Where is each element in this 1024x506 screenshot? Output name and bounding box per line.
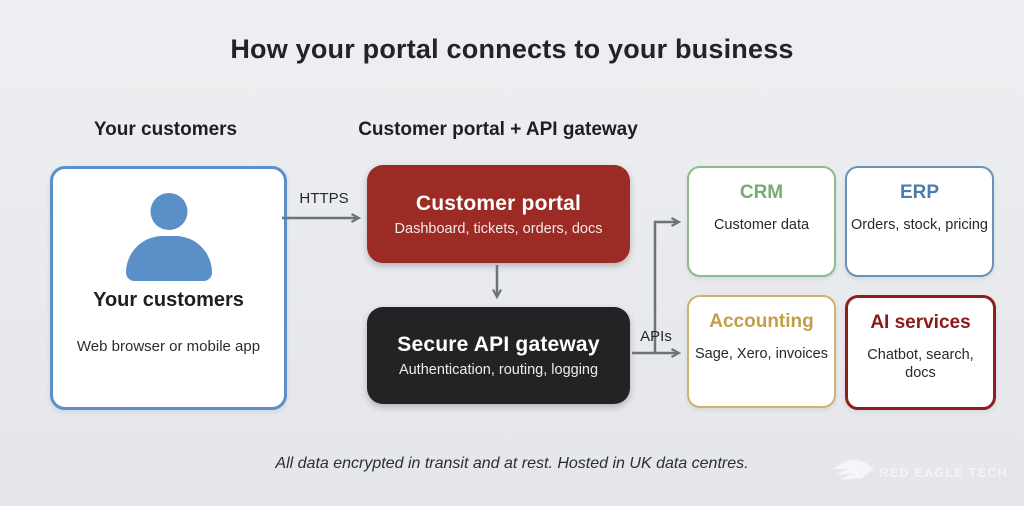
eagle-icon [834,460,875,480]
accounting-box-subtitle: Sage, Xero, invoices [695,346,828,362]
customers-box-subtitle: Web browser or mobile app [76,338,261,355]
arrow-gateway-to-crm [653,222,678,352]
person-icon [124,193,214,281]
https-label: HTTPS [299,190,349,207]
page-title: How your portal connects to your busines… [230,34,794,64]
crm-box-subtitle: Customer data [713,217,810,233]
customer-portal-box: Customer portal Dashboard, tickets, orde… [367,165,630,263]
ai-services-box-title: AI services [870,312,971,333]
accounting-box-title: Accounting [709,311,814,332]
ai-services-box-subtitle: Chatbot, search, docs [867,347,974,382]
portal-box-subtitle: Dashboard, tickets, orders, docs [394,220,603,237]
gateway-box-title: Secure API gateway [397,333,600,356]
ai-services-box: AI services Chatbot, search, docs [845,295,996,410]
section-header-customers: Your customers [93,119,238,140]
person-icon-head [150,193,187,230]
section-header-portal-gateway: Customer portal + API gateway [358,119,638,140]
person-icon-body [125,236,212,281]
apis-label: APIs [640,328,672,345]
erp-box: ERP Orders, stock, pricing [845,166,994,277]
customers-box: Your customers Web browser or mobile app [50,166,287,410]
portal-box-title: Customer portal [415,191,582,215]
erp-box-title: ERP [899,182,940,203]
accounting-box: Accounting Sage, Xero, invoices [687,295,836,408]
brand-name: RED EAGLE TECH [879,466,1008,480]
gateway-box-subtitle: Authentication, routing, logging [398,362,599,378]
footer-note: All data encrypted in transit and at res… [275,455,749,472]
crm-box-title: CRM [739,182,784,203]
api-gateway-box: Secure API gateway Authentication, routi… [367,307,630,404]
crm-box: CRM Customer data [687,166,836,277]
customers-box-title: Your customers [93,289,244,311]
brand-watermark: RED EAGLE TECH [833,456,1008,490]
erp-box-subtitle: Orders, stock, pricing [851,217,988,233]
